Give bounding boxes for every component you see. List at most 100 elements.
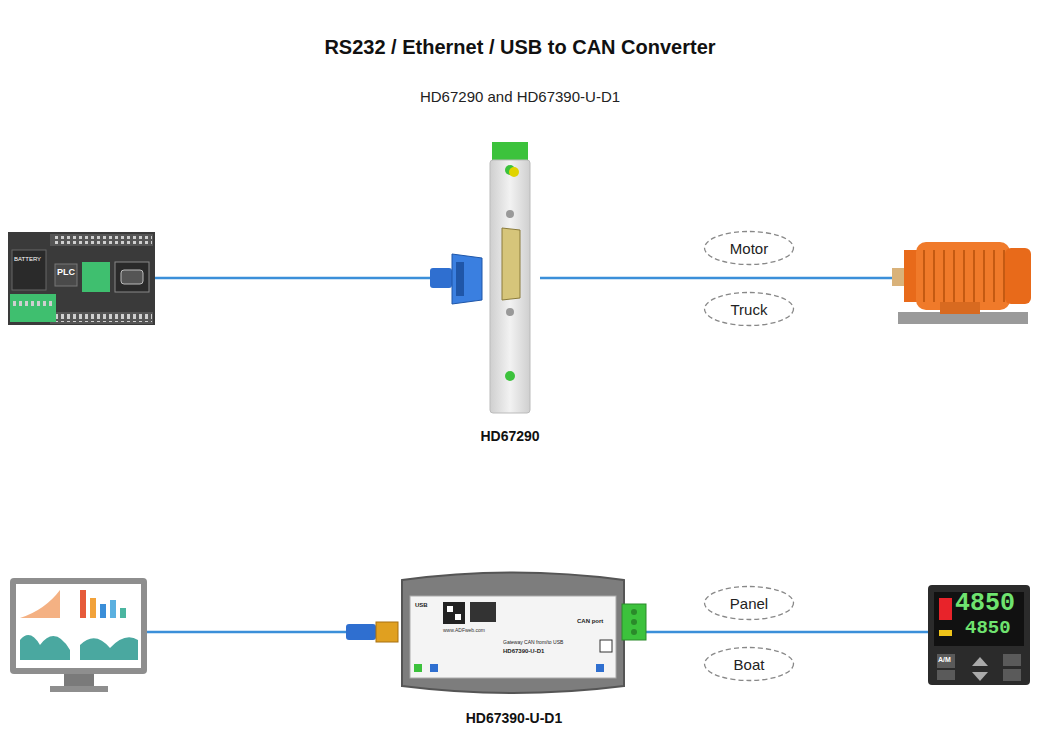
drawing-part <box>147 631 348 634</box>
drawing-part <box>12 300 54 306</box>
node-text: PLC <box>57 268 75 277</box>
drawing-part <box>540 277 892 280</box>
drawing-part <box>55 264 77 286</box>
plc <box>8 232 155 325</box>
drawing-part <box>20 590 60 618</box>
device-label-text: USB <box>415 602 428 608</box>
hd67290-device <box>490 142 530 413</box>
drawing-part <box>492 142 528 162</box>
hd67390-device <box>402 573 646 694</box>
drawing-part <box>430 268 452 288</box>
drawing-part <box>505 371 515 381</box>
device-label-text: www.ADFweb.com <box>443 628 485 633</box>
drawing-part <box>50 312 153 324</box>
monitor <box>10 578 147 692</box>
drawing-part <box>10 294 56 322</box>
drawing-part <box>983 250 985 302</box>
db9-plug <box>430 254 482 304</box>
usb-plug <box>346 622 398 642</box>
drawing-part <box>933 250 935 302</box>
drawing-part <box>631 629 637 635</box>
drawing-part <box>928 585 1030 685</box>
controller-node: 48504850A/M <box>928 585 1030 685</box>
temperature-controller <box>928 585 1030 685</box>
drawing-part <box>52 236 152 244</box>
drawing-part <box>600 640 612 652</box>
drawing-part <box>993 250 995 302</box>
device-label-text: CAN port <box>577 618 603 624</box>
subtitle: HD67290 and HD67390-U-D1 <box>420 89 620 104</box>
drawing-part <box>923 250 925 302</box>
connector-line <box>155 278 478 279</box>
drawing-part <box>64 674 94 686</box>
ellipse-outline <box>705 648 794 681</box>
drawing-part <box>631 619 637 625</box>
drawing-part <box>50 686 108 692</box>
drawing-part <box>376 622 398 642</box>
drawing-part <box>973 250 975 302</box>
converter-device: HD67290 <box>478 138 542 444</box>
drawing-part <box>90 598 96 618</box>
drawing-part <box>110 600 116 618</box>
drawing-part <box>963 250 965 302</box>
drawing-part <box>490 160 530 413</box>
node-text: Motor <box>730 240 768 257</box>
drawing-part <box>414 664 422 672</box>
drawing-part <box>52 314 152 322</box>
drawing-part <box>937 670 955 680</box>
node-text: HD67390-U-D1 <box>466 710 562 726</box>
drawing-part <box>82 262 110 292</box>
drawing-part <box>50 234 153 246</box>
connector-stroke <box>628 631 928 634</box>
drawing-part <box>402 573 624 694</box>
drawing-part <box>121 270 143 284</box>
drawing-part <box>1003 669 1021 681</box>
drawing-part <box>20 635 70 660</box>
drawing-part <box>904 250 918 302</box>
drawing-part <box>430 664 438 672</box>
drawing-part <box>622 604 646 640</box>
motor <box>892 242 1031 324</box>
converter-device: HD67390-U-D1 <box>400 566 628 726</box>
device-label-text: HD67390-U-D1 <box>503 648 544 654</box>
connector-line <box>628 632 928 633</box>
drawing-part <box>8 232 155 325</box>
drawing-part <box>506 308 514 316</box>
node-text: Boat <box>734 656 765 673</box>
drawing-part <box>916 242 1010 310</box>
node-text: Panel <box>730 595 768 612</box>
drawing-part <box>410 596 616 678</box>
drawing-part <box>10 578 147 674</box>
drawing-part <box>631 609 637 615</box>
drawing-part <box>934 592 1024 646</box>
drawing-part <box>596 664 604 672</box>
drawing-part <box>455 614 461 620</box>
drawing-part <box>972 657 988 666</box>
ellipse-outline <box>705 587 794 620</box>
drawing-part <box>1003 250 1005 302</box>
drawing-part <box>940 302 980 314</box>
node-text: 4850 <box>955 591 1015 616</box>
drawing-part <box>892 268 906 286</box>
drawing-part <box>1003 654 1021 666</box>
drawing-part <box>470 602 496 622</box>
ellipse-outline <box>705 232 794 265</box>
drawing-part <box>972 672 988 681</box>
connector-stroke <box>155 277 478 280</box>
application-ellipse: Boat <box>703 646 795 682</box>
drawing-part <box>939 630 952 636</box>
node-text: BATTERY <box>14 256 41 262</box>
drawing-part <box>943 250 945 302</box>
drawing-part <box>924 250 1004 302</box>
drawing-part <box>509 167 519 177</box>
application-ellipse: Truck <box>703 291 795 327</box>
drawing-part <box>456 262 464 296</box>
drawing-part <box>506 210 514 218</box>
drawing-part <box>120 608 126 618</box>
drawing-part <box>1005 248 1031 304</box>
diagram-title: RS232 / Ethernet / USB to CAN Converter <box>320 36 720 58</box>
drawing-part <box>443 602 465 624</box>
drawing-part <box>346 624 376 640</box>
drawing-part <box>80 590 86 618</box>
